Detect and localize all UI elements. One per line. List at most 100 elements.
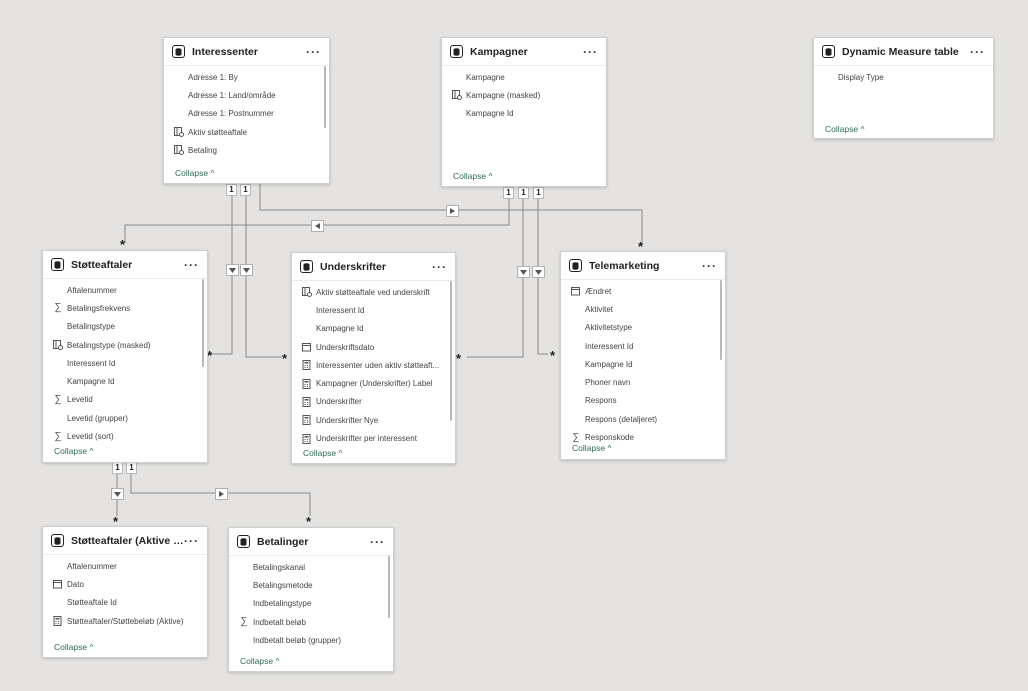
- field-item[interactable]: Dato: [51, 575, 207, 593]
- table-card-stotteaftaler-aktive[interactable]: Støtteaftaler (Aktive dat...··· Aftalenum…: [42, 526, 208, 658]
- field-item[interactable]: Støtteaftale Id: [51, 594, 207, 612]
- field-item[interactable]: ∑Levetid: [51, 391, 207, 409]
- field-item[interactable]: Kampagne (masked): [450, 86, 606, 104]
- collapse-button[interactable]: Collapse ^: [453, 171, 492, 181]
- field-item[interactable]: Aktiv støtteaftale ved underskrift: [300, 283, 455, 301]
- table-header[interactable]: Dynamic Measure table···: [814, 38, 993, 66]
- table-header[interactable]: Interessenter···: [164, 38, 329, 66]
- field-item[interactable]: Kampagne: [450, 68, 606, 86]
- filter-direction-right-icon[interactable]: [215, 488, 228, 500]
- field-item[interactable]: Interessent Id: [51, 354, 207, 372]
- more-options-icon[interactable]: ···: [970, 44, 985, 59]
- field-item[interactable]: Indbetalt beløb (grupper): [237, 631, 393, 649]
- field-item[interactable]: Støtteaftaler/Støttebeløb (Aktive): [51, 612, 207, 630]
- field-item[interactable]: Aktiv støtteaftale: [172, 123, 329, 141]
- filter-direction-down-icon[interactable]: [240, 264, 253, 276]
- more-options-icon[interactable]: ···: [306, 44, 321, 59]
- table-header[interactable]: Støtteaftaler···: [43, 251, 207, 279]
- field-item[interactable]: Adresse 1: Land/område: [172, 86, 329, 104]
- filter-direction-left-icon[interactable]: [311, 220, 324, 232]
- field-item[interactable]: Underskrifter Nye: [300, 411, 455, 429]
- field-item[interactable]: Underskriftsdato: [300, 338, 455, 356]
- relationship-interessenter-stotteaftaler[interactable]: [210, 195, 233, 355]
- field-item[interactable]: Aktivitet: [569, 300, 725, 318]
- field-item[interactable]: Ændret: [569, 282, 725, 300]
- table-header[interactable]: Støtteaftaler (Aktive dat...···: [43, 527, 207, 555]
- field-item[interactable]: Betalingsmetode: [237, 576, 393, 594]
- more-options-icon[interactable]: ···: [432, 259, 447, 274]
- table-header[interactable]: Telemarketing···: [561, 252, 725, 280]
- field-item[interactable]: Display Type: [822, 68, 993, 86]
- field-item[interactable]: ∑Responskode: [569, 428, 725, 446]
- table-card-underskrifter[interactable]: Underskrifter···Aktiv støtteaftale ved u…: [291, 252, 456, 464]
- relationship-kampagner-underskrifter[interactable]: [467, 197, 524, 358]
- field-item[interactable]: Betalingskanal: [237, 558, 393, 576]
- more-options-icon[interactable]: ···: [370, 534, 385, 549]
- field-item[interactable]: Respons: [569, 392, 725, 410]
- field-item[interactable]: Interessenter uden aktiv støtteaft...: [300, 356, 455, 374]
- table-header[interactable]: Underskrifter···: [292, 253, 455, 281]
- field-item[interactable]: Phoner navn: [569, 373, 725, 391]
- field-item[interactable]: Interessent Id: [300, 301, 455, 319]
- field-item[interactable]: Aftalenummer: [51, 281, 207, 299]
- field-item[interactable]: Respons (detaljeret): [569, 410, 725, 428]
- table-header[interactable]: Kampagner···: [442, 38, 606, 66]
- field-item[interactable]: Interessent Id: [569, 337, 725, 355]
- filter-direction-down-icon[interactable]: [517, 266, 530, 278]
- collapse-button[interactable]: Collapse ^: [572, 443, 611, 453]
- field-item[interactable]: Adresse 1: Postnummer: [172, 105, 329, 123]
- collapse-button[interactable]: Collapse ^: [175, 168, 214, 178]
- more-options-icon[interactable]: ···: [702, 258, 717, 273]
- field-item[interactable]: Kampagner (Underskrifter) Label: [300, 374, 455, 392]
- filter-direction-down-icon[interactable]: [111, 488, 124, 500]
- table-header[interactable]: Betalinger···: [229, 528, 393, 556]
- field-item[interactable]: Adresse 1: By: [172, 68, 329, 86]
- field-item[interactable]: ∑Indbetalt beløb: [237, 613, 393, 631]
- field-item[interactable]: Betaling: [172, 141, 329, 159]
- filter-direction-down-icon[interactable]: [532, 266, 545, 278]
- field-item[interactable]: Kampagne Id: [300, 320, 455, 338]
- table-icon: [51, 258, 64, 271]
- field-label: Respons: [585, 396, 617, 406]
- relationship-interessenter-underskrifter[interactable]: [245, 195, 282, 358]
- field-item[interactable]: Betalingstype (masked): [51, 336, 207, 354]
- more-options-icon[interactable]: ···: [583, 44, 598, 59]
- field-item[interactable]: Kampagne Id: [569, 355, 725, 373]
- collapse-button[interactable]: Collapse ^: [303, 448, 342, 458]
- field-item[interactable]: Aktivitetstype: [569, 319, 725, 337]
- relationship-kampagner-telemarketing[interactable]: [537, 197, 548, 355]
- field-item[interactable]: Betalingstype: [51, 318, 207, 336]
- field-item[interactable]: ∑Betalingsfrekvens: [51, 299, 207, 317]
- field-item[interactable]: Underskrifter: [300, 393, 455, 411]
- collapse-button[interactable]: Collapse ^: [240, 656, 279, 666]
- cardinality-one-label: 1: [533, 187, 544, 199]
- field-item[interactable]: Kampagne Id: [51, 372, 207, 390]
- scrollbar[interactable]: [720, 280, 722, 360]
- collapse-button[interactable]: Collapse ^: [825, 124, 864, 134]
- filter-direction-right-icon[interactable]: [446, 205, 459, 217]
- table-card-stotteaftaler[interactable]: Støtteaftaler··· Aftalenummer∑Betalingsfr…: [42, 250, 208, 463]
- field-item[interactable]: Indbetalingstype: [237, 595, 393, 613]
- filter-direction-down-icon[interactable]: [226, 264, 239, 276]
- more-options-icon[interactable]: ···: [184, 257, 199, 272]
- field-label: Aktiv støtteaftale: [188, 127, 248, 137]
- table-title: Støtteaftaler (Aktive dat...: [71, 534, 184, 547]
- field-item[interactable]: Aftalenummer: [51, 557, 207, 575]
- scrollbar[interactable]: [202, 279, 204, 367]
- scrollbar[interactable]: [450, 281, 452, 421]
- scrollbar[interactable]: [388, 556, 390, 618]
- field-item[interactable]: ∑Levetid (sort): [51, 427, 207, 445]
- field-item[interactable]: Underskrifter per interessent: [300, 429, 455, 447]
- more-options-icon[interactable]: ···: [184, 533, 199, 548]
- field-item[interactable]: Kampagne Id: [450, 105, 606, 123]
- sigma-icon: ∑: [54, 430, 62, 442]
- collapse-button[interactable]: Collapse ^: [54, 446, 93, 456]
- scrollbar[interactable]: [324, 66, 326, 128]
- collapse-button[interactable]: Collapse ^: [54, 642, 93, 652]
- field-item[interactable]: Levetid (grupper): [51, 409, 207, 427]
